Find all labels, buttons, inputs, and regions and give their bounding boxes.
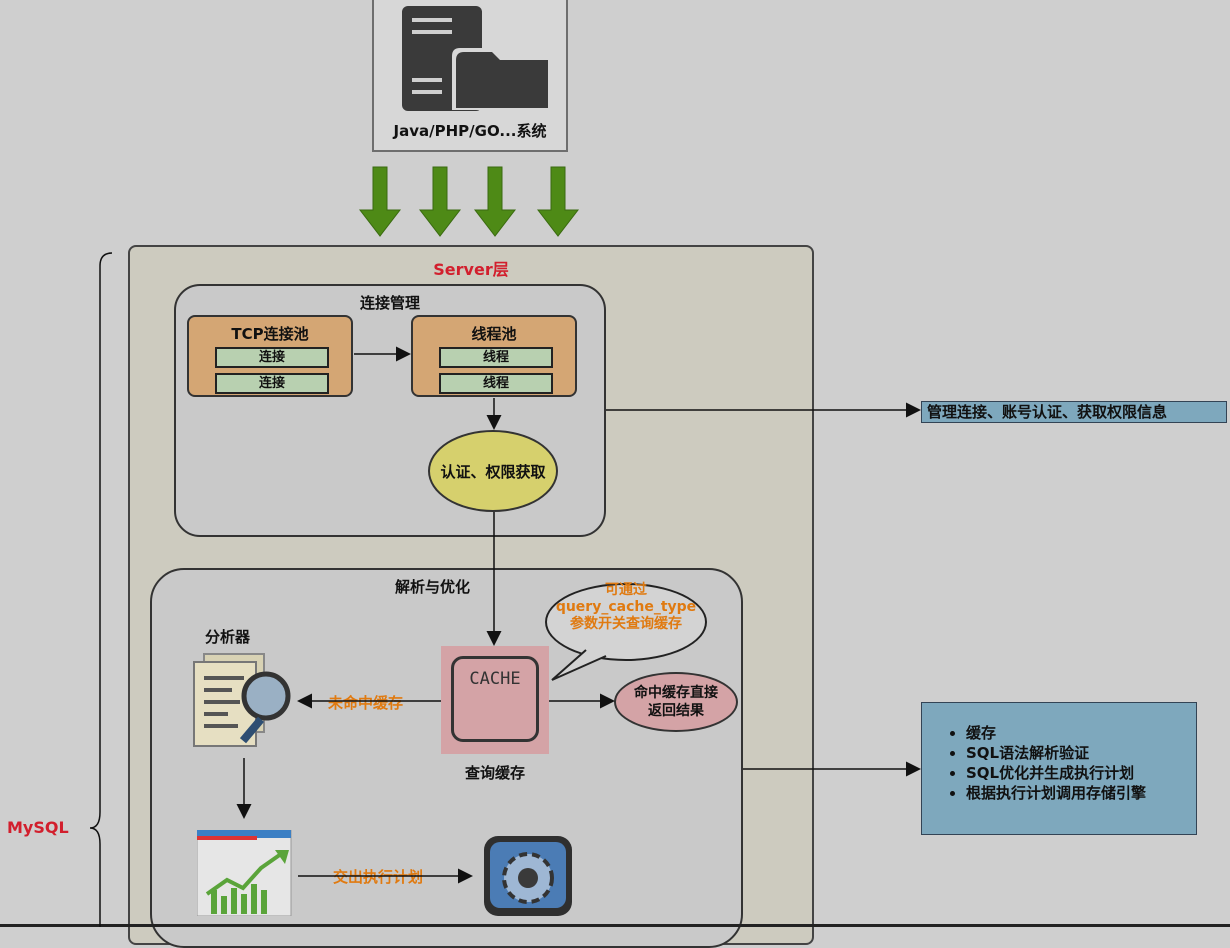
analyzer-title: 分析器 (205, 628, 251, 646)
green-down-arrows (358, 166, 580, 237)
thread-pool-title: 线程池 (471, 325, 517, 343)
auth-permission-node: 认证、权限获取 (428, 430, 558, 512)
summary-item: SQL优化并生成执行计划 (966, 763, 1196, 783)
mysql-brace (89, 252, 113, 927)
cache-hit-node: 命中缓存直接 返回结果 (614, 672, 738, 732)
hit-line: 返回结果 (648, 703, 704, 719)
connection-summary-note: 管理连接、账号认证、获取权限信息 (921, 401, 1227, 423)
down-arrow-icon (358, 166, 402, 237)
server-layer-title: Server层 (433, 260, 509, 279)
tcp-pool-title: TCP连接池 (231, 325, 309, 343)
tcp-connection-pool: TCP连接池 连接 连接 (187, 315, 353, 397)
bubble-text: 可通过 query_cache_type 参数开关查询缓存 (545, 582, 707, 633)
connection-management-title: 连接管理 (359, 294, 420, 312)
client-label: Java/PHP/GO...系统 (393, 122, 547, 140)
thread-item: 线程 (439, 373, 553, 394)
connector-layer (89, 166, 921, 927)
execution-plan-chart-icon (197, 830, 292, 916)
query-cache-label: 查询缓存 (464, 764, 525, 782)
thread-pool: 线程池 线程 线程 (411, 315, 577, 397)
gear-icon (484, 836, 572, 916)
cache-miss-label: 未命中缓存 (326, 692, 406, 713)
plan-handoff-label: 交出执行计划 (331, 866, 426, 887)
mysql-label: MySQL (7, 818, 69, 837)
parse-summary-note: 缓存 SQL语法解析验证 SQL优化并生成执行计划 根据执行计划调用存储引擎 (921, 702, 1197, 835)
speech-bubble (545, 583, 707, 661)
down-arrow-icon (418, 166, 462, 237)
parse-optimize-title: 解析与优化 (395, 578, 471, 596)
bubble-line: query_cache_type (555, 599, 697, 615)
client-system-box: Java/PHP/GO...系统 (372, 0, 568, 152)
bubble-tail (551, 649, 607, 681)
summary-item: SQL语法解析验证 (966, 743, 1196, 763)
hit-line: 命中缓存直接 (634, 685, 718, 701)
connection-item: 连接 (215, 347, 329, 368)
down-arrow-icon (473, 166, 517, 237)
connection-item: 连接 (215, 373, 329, 394)
bubble-line: 可通过 (605, 582, 647, 598)
summary-item: 根据执行计划调用存储引擎 (966, 783, 1196, 803)
server-folder-icon (402, 6, 550, 111)
cache-icon: CACHE (451, 656, 539, 742)
thread-item: 线程 (439, 347, 553, 368)
bottom-border (0, 924, 1230, 927)
bubble-line: 参数开关查询缓存 (570, 616, 682, 632)
down-arrow-icon (536, 166, 580, 237)
analyzer-magnifier-icon (193, 653, 291, 747)
summary-item: 缓存 (966, 723, 1196, 743)
